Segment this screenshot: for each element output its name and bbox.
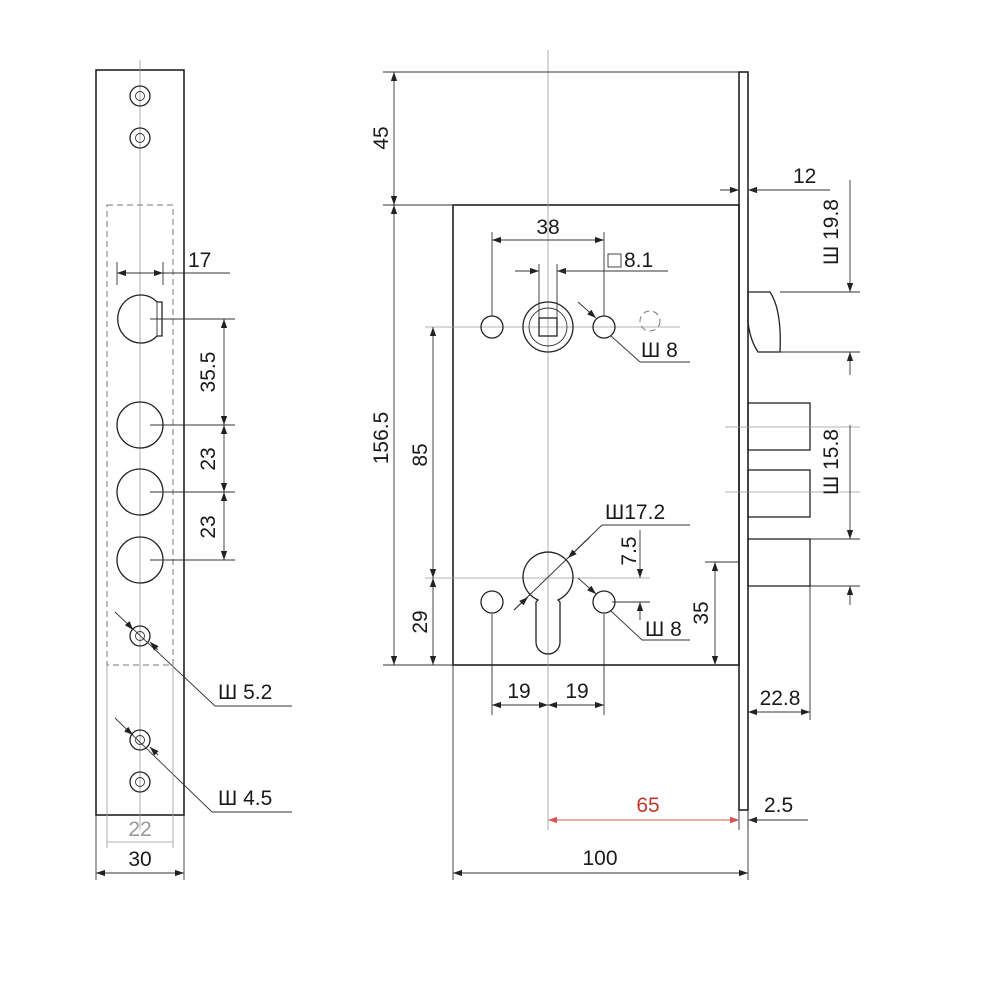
spindle-screw-hole-alt bbox=[639, 310, 661, 332]
dim-29-label: 29 bbox=[409, 610, 432, 633]
dim-65-label: 65 bbox=[636, 794, 659, 817]
dim-100-label: 100 bbox=[582, 847, 617, 870]
dim-dia-8-top-label: Ш 8 bbox=[641, 339, 678, 362]
dim-35-label: 35 bbox=[690, 601, 713, 624]
faceplate-screw-hole-top-2 bbox=[129, 127, 151, 149]
dead-bolt-3 bbox=[747, 538, 811, 587]
dead-bolt-2 bbox=[747, 469, 811, 518]
cylinder-cutout bbox=[522, 551, 574, 655]
faceplate-screw-hole-top-1 bbox=[129, 85, 151, 107]
cylinder-screw-hole-right bbox=[592, 590, 616, 614]
faceplate-screw-hole-4-5 bbox=[129, 729, 151, 751]
dead-bolt-1 bbox=[747, 402, 811, 451]
faceplate-screw-hole-bottom bbox=[129, 771, 151, 793]
dim-dia-4-5-label: Ш 4.5 bbox=[218, 787, 272, 810]
faceplate-view: 17 35.5 23 23 Ш 5.2 Ш 4.5 22 30 bbox=[95, 60, 292, 880]
dim-2-5-label: 2.5 bbox=[764, 794, 793, 817]
dim-dia-8-bottom-label: Ш 8 bbox=[645, 618, 682, 641]
dim-23-label-2: 23 bbox=[197, 515, 220, 538]
dim-dia-19-8-label: Ш 19.8 bbox=[820, 199, 843, 265]
cylinder-screw-hole-left bbox=[480, 590, 504, 614]
dim-dia-17-2-label: Ш17.2 bbox=[605, 501, 665, 524]
dim-85-label: 85 bbox=[409, 443, 432, 466]
latch-bolt bbox=[747, 291, 781, 353]
dim-17-label: 17 bbox=[188, 249, 211, 272]
dim-45-label: 45 bbox=[370, 126, 393, 149]
lock-body-view: 38 8.1 Ш 8 Ш17.2 7.5 bbox=[370, 50, 860, 880]
dim-7-5-label: 7.5 bbox=[618, 536, 641, 565]
faceplate-strip bbox=[738, 71, 749, 811]
dim-38-label: 38 bbox=[536, 216, 559, 239]
dim-12-label: 12 bbox=[793, 165, 816, 188]
square-symbol-icon bbox=[607, 253, 622, 268]
dim-dia-5-2-label: Ш 5.2 bbox=[218, 681, 272, 704]
dim-22-label: 22 bbox=[128, 818, 151, 841]
latch-opening bbox=[117, 294, 163, 344]
dim-19-left-label: 19 bbox=[507, 680, 530, 703]
faceplate-inner-outline bbox=[106, 204, 174, 666]
faceplate-screw-hole-5-2 bbox=[129, 625, 151, 647]
dim-30-label: 30 bbox=[128, 848, 151, 871]
dim-35-5-label: 35.5 bbox=[197, 352, 220, 393]
dim-8-1-label: 8.1 bbox=[624, 249, 653, 272]
dim-dia-15-8-label: Ш 15.8 bbox=[820, 429, 843, 495]
spindle-hub bbox=[522, 301, 574, 353]
lock-case bbox=[452, 204, 740, 666]
dim-23-label-1: 23 bbox=[197, 447, 220, 470]
dim-19-right-label: 19 bbox=[565, 680, 588, 703]
dim-156-5-label: 156.5 bbox=[370, 412, 393, 465]
dim-22-8-label: 22.8 bbox=[760, 687, 801, 710]
spindle-square-hole bbox=[538, 317, 558, 337]
